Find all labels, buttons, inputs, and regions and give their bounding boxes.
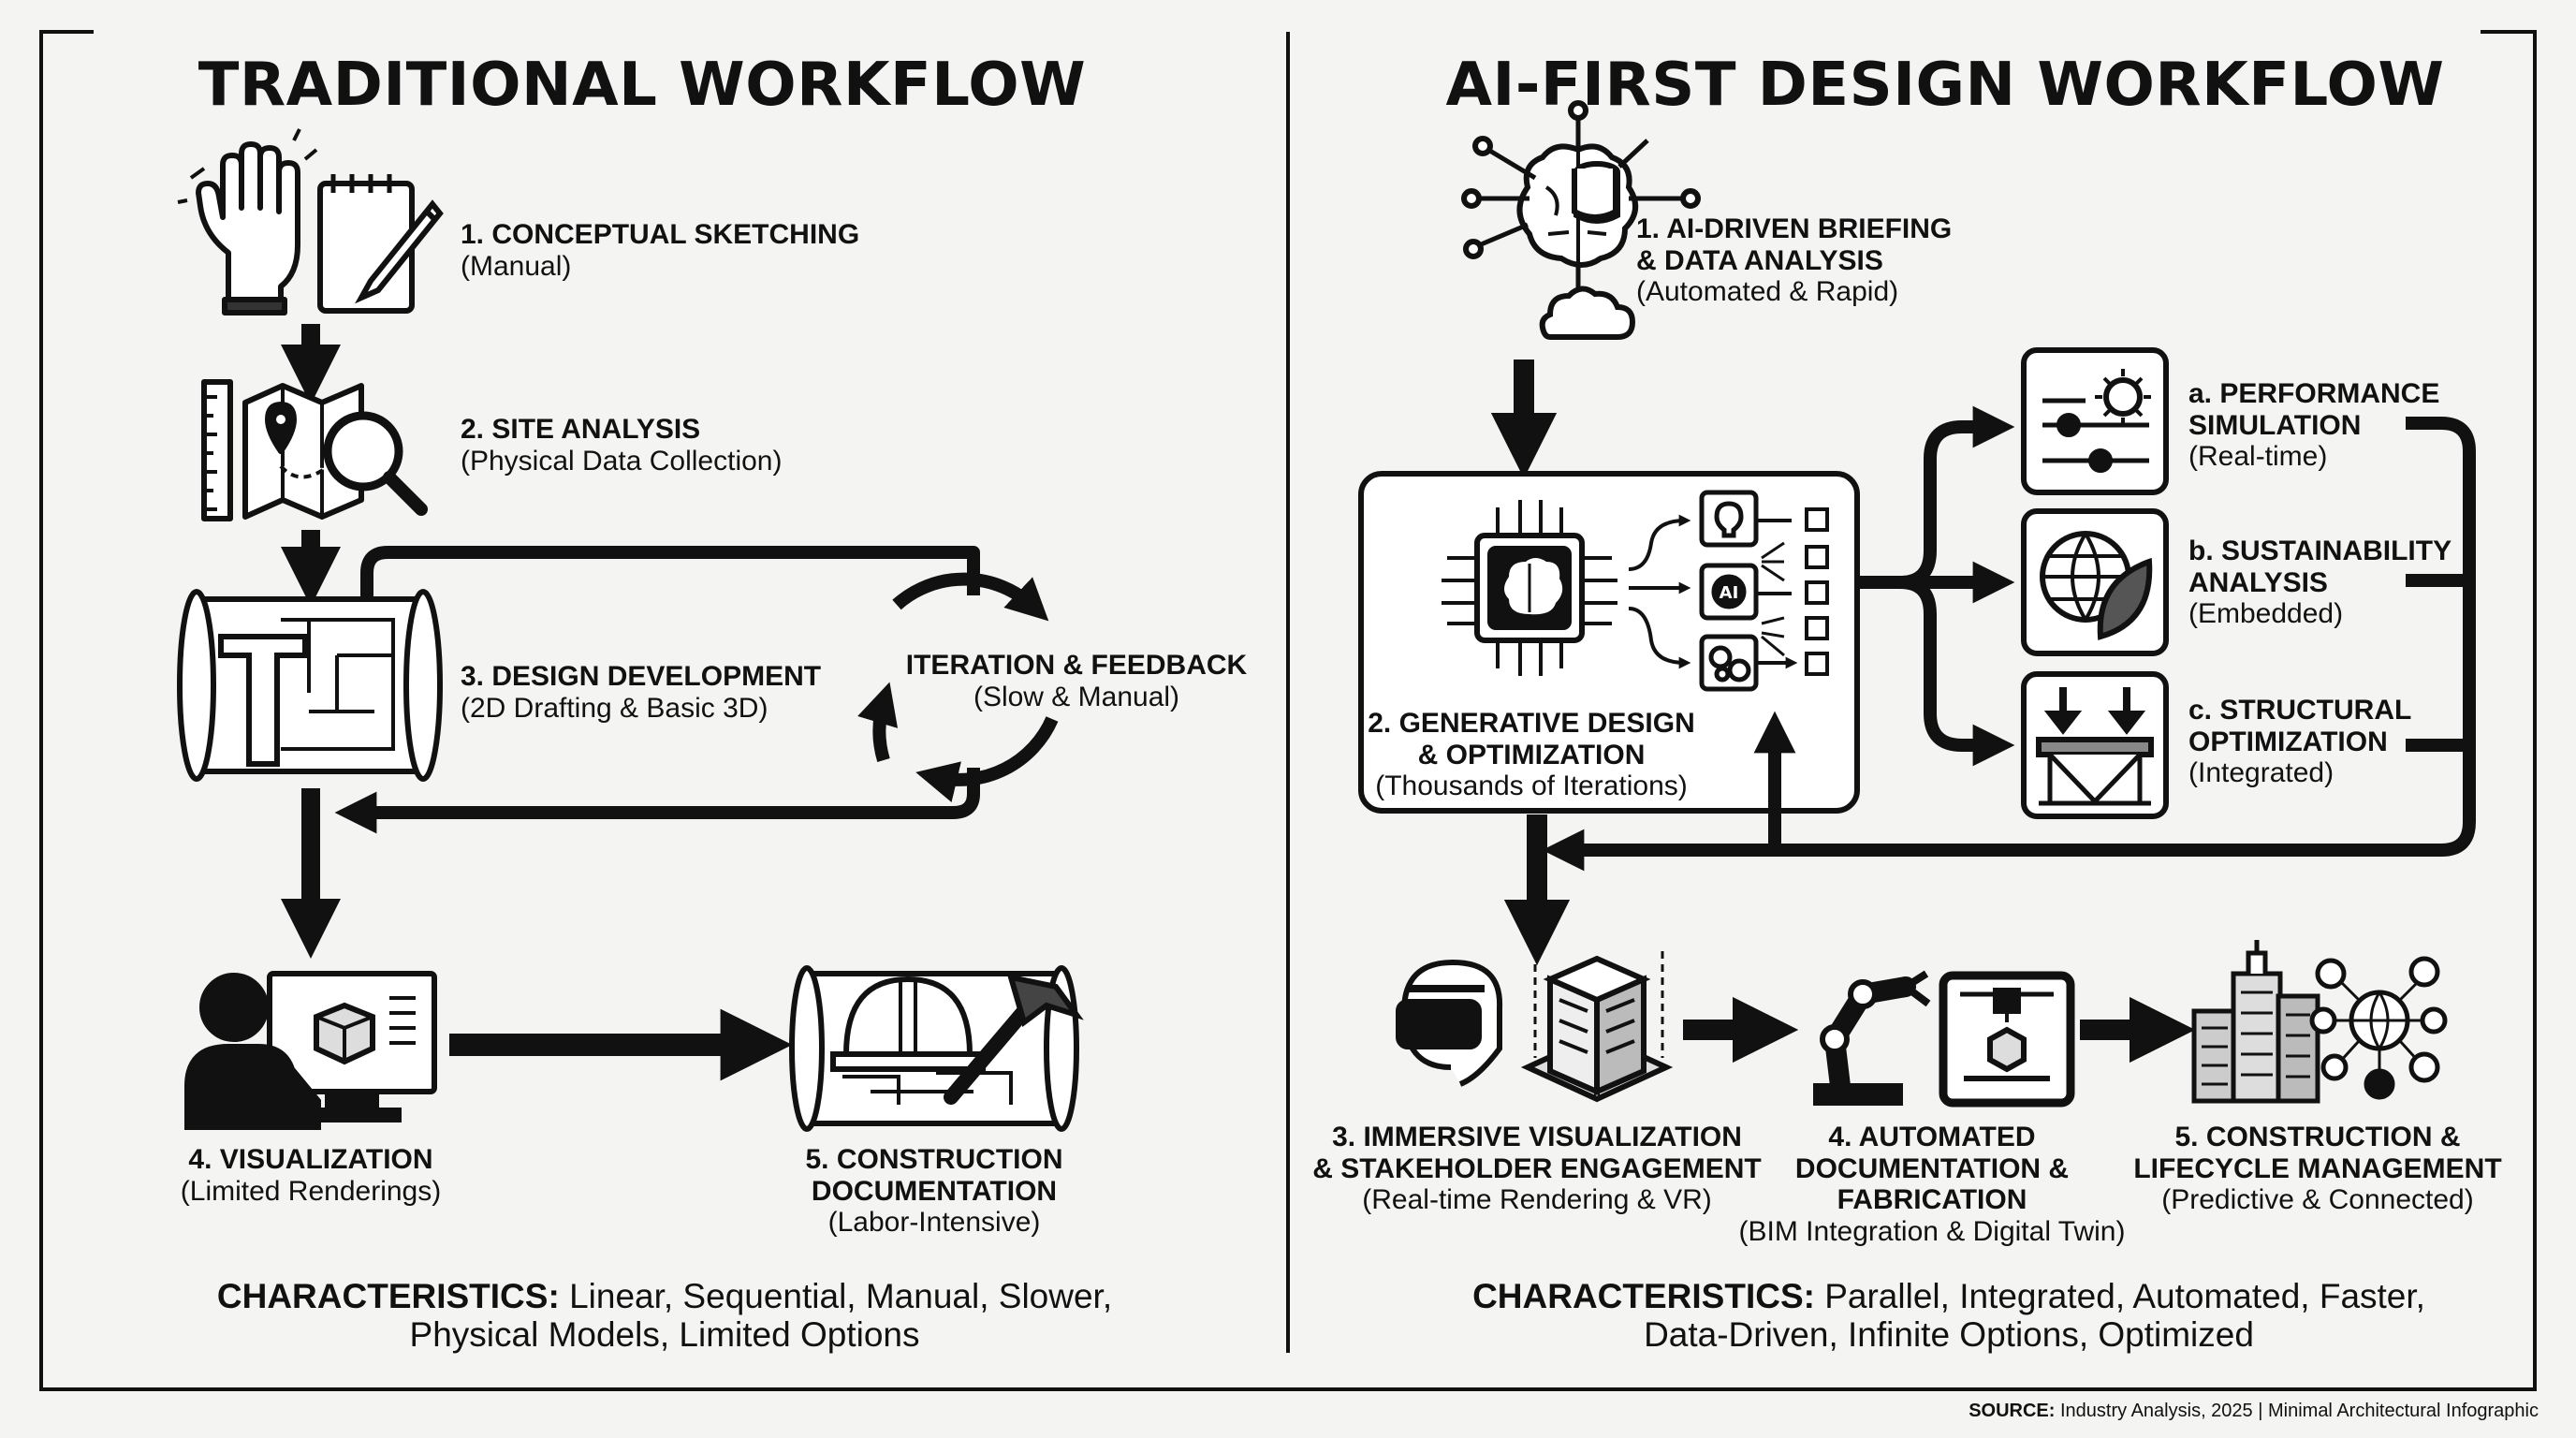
cycle-arrows-icon (857, 572, 1059, 802)
3d-printer-icon (1939, 971, 2075, 1108)
city-skyline-icon (2191, 940, 2320, 1104)
step-visualization: 4. VISUALIZATION (Limited Renderings) (181, 1144, 441, 1207)
step-title: 1. CONCEPTUAL SKETCHING (461, 219, 860, 250)
blueprint-scroll-icon (177, 589, 443, 782)
server-icon (1572, 169, 1618, 220)
step-title: 3. DESIGN DEVELOPMENT (461, 661, 822, 692)
branch-title: b. SUSTAINABILITY (2188, 536, 2452, 566)
globe-leaf-icon (2021, 508, 2169, 656)
characteristics-label: CHARACTERISTICS: (1472, 1277, 1815, 1315)
step-site-analysis: 2. SITE ANALYSIS (Physical Data Collecti… (461, 414, 782, 477)
hand-icon (177, 128, 318, 315)
ai-chip-label: AI (1720, 583, 1739, 603)
step-design-development: 3. DESIGN DEVELOPMENT (2D Drafting & Bas… (461, 661, 821, 724)
step-sub: (Real-time Rendering & VR) (1362, 1184, 1712, 1216)
iteration-feedback-label: ITERATION & FEEDBACK (Slow & Manual) (906, 650, 1247, 712)
ai-chip-small-icon: AI (1699, 563, 1759, 621)
branch-sub: (Embedded) (2188, 598, 2344, 630)
branch-structural-optimization: c. STRUCTURAL OPTIMIZATION (Integrated) (2188, 695, 2411, 789)
step-title-2: & DATA ANALYSIS (1636, 244, 1883, 276)
step-title-2: DOCUMENTATION & (1794, 1152, 2070, 1184)
step-title: 4. AUTOMATED (1828, 1122, 2036, 1152)
characteristics-line2: Physical Models, Limited Options (409, 1315, 920, 1355)
left-panel-title: TRADITIONAL WORKFLOW (198, 51, 1087, 120)
step-sub: (Predictive & Connected) (2161, 1184, 2474, 1216)
branch-performance-simulation: a. PERFORMANCE SIMULATION (Real-time) (2188, 378, 2439, 473)
iteration-loop-connector (334, 546, 980, 834)
right-panel-title: AI-FIRST DESIGN WORKFLOW (1445, 51, 2445, 120)
step-automated-documentation: 4. AUTOMATED DOCUMENTATION & FABRICATION… (1739, 1122, 2126, 1247)
step-title: 2. GENERATIVE DESIGN (1368, 708, 1695, 739)
characteristics-line1: Linear, Sequential, Manual, Slower, (569, 1277, 1113, 1315)
branch-title: c. STRUCTURAL (2188, 695, 2412, 726)
step-title: 1. AI-DRIVEN BRIEFING (1636, 213, 1953, 244)
step-title-2: LIFECYCLE MANAGEMENT (2133, 1152, 2502, 1184)
left-characteristics: CHARACTERISTICS: Linear, Sequential, Man… (217, 1277, 1112, 1355)
step-title-2: DOCUMENTATION (811, 1175, 1058, 1207)
right-characteristics: CHARACTERISTICS: Parallel, Integrated, A… (1472, 1277, 2425, 1355)
robotic-arm-icon (1813, 970, 1931, 1106)
connected-network-icon (2309, 956, 2448, 1100)
source-text: Industry Analysis, 2025 | Minimal Archit… (2060, 1401, 2539, 1421)
lightbulb-icon (1699, 490, 1759, 548)
step-title-2: & STAKEHOLDER ENGAGEMENT (1312, 1152, 1762, 1184)
loop-title: ITERATION & FEEDBACK (905, 650, 1248, 681)
loop-sub: (Slow & Manual) (973, 681, 1180, 712)
frame (39, 30, 2537, 1391)
branch-title-2: SIMULATION (2188, 409, 2362, 441)
step-sub: (Automated & Rapid) (1636, 276, 1899, 308)
step-generative-design: 2. GENERATIVE DESIGN & OPTIMIZATION (Tho… (1368, 708, 1695, 802)
step-title: 4. VISUALIZATION (188, 1144, 433, 1175)
cloud-icon (1539, 286, 1636, 340)
notepad-pencil-icon (317, 174, 444, 314)
branch-connectors (1542, 405, 2476, 872)
vr-headset-icon (1396, 959, 1503, 1087)
building-3d-icon (1520, 951, 1674, 1103)
site-analysis-icon (201, 379, 428, 521)
step-title-2: & OPTIMIZATION (1417, 739, 1646, 770)
chip-brain-icon (1442, 500, 1617, 676)
structural-load-icon (2021, 671, 2169, 819)
step-sub: (Thousands of Iterations) (1375, 770, 1688, 802)
step-conceptual-sketching: 1. CONCEPTUAL SKETCHING (Manual) (461, 219, 859, 282)
branch-sustainability-analysis: b. SUSTAINABILITY ANALYSIS (Embedded) (2188, 536, 2452, 630)
performance-simulation-icon (2021, 347, 2169, 495)
generation-branches-connector (1628, 514, 1792, 663)
branch-title-2: OPTIMIZATION (2188, 726, 2388, 757)
step-title: 3. IMMERSIVE VISUALIZATION (1332, 1122, 1742, 1152)
step-construction-lifecycle: 5. CONSTRUCTION & LIFECYCLE MANAGEMENT (… (2133, 1122, 2501, 1216)
step-title: 5. CONSTRUCTION & (2174, 1122, 2461, 1152)
branch-title-2: ANALYSIS (2188, 566, 2328, 598)
characteristics-label: CHARACTERISTICS: (216, 1277, 560, 1315)
step-sub: (2D Drafting & Basic 3D) (461, 692, 768, 724)
person-monitor-icon (184, 971, 437, 1130)
characteristics-line1: Parallel, Integrated, Automated, Faster, (1824, 1277, 2425, 1315)
step-sub: (BIM Integration & Digital Twin) (1738, 1215, 2126, 1247)
branch-sub: (Real-time) (2188, 441, 2328, 473)
step-sub: (Labor-Intensive) (827, 1207, 1041, 1239)
branch-title: a. PERFORMANCE (2188, 378, 2440, 409)
gears-icon (1699, 634, 1759, 692)
step-title: 2. SITE ANALYSIS (461, 414, 701, 445)
hardhat-hammer-icon (789, 965, 1084, 1132)
step-title-3: FABRICATION (1837, 1184, 2027, 1216)
variant-squares (1805, 507, 1829, 676)
step-ai-briefing: 1. AI-DRIVEN BRIEFING & DATA ANALYSIS (A… (1636, 213, 1952, 308)
step-sub: (Physical Data Collection) (461, 445, 783, 477)
characteristics-line2: Data-Driven, Infinite Options, Optimized (1644, 1315, 2254, 1355)
step-title: 5. CONSTRUCTION (805, 1144, 1063, 1175)
step-sub: (Limited Renderings) (180, 1175, 442, 1207)
step-construction-documentation: 5. CONSTRUCTION DOCUMENTATION (Labor-Int… (805, 1144, 1062, 1239)
branch-sub: (Integrated) (2188, 757, 2334, 789)
source-label: SOURCE: (1969, 1401, 2056, 1421)
step-immersive-visualization: 3. IMMERSIVE VISUALIZATION & STAKEHOLDER… (1312, 1122, 1761, 1216)
step-sub: (Manual) (461, 250, 572, 282)
source-footer: SOURCE: Industry Analysis, 2025 | Minima… (1969, 1401, 2539, 1421)
